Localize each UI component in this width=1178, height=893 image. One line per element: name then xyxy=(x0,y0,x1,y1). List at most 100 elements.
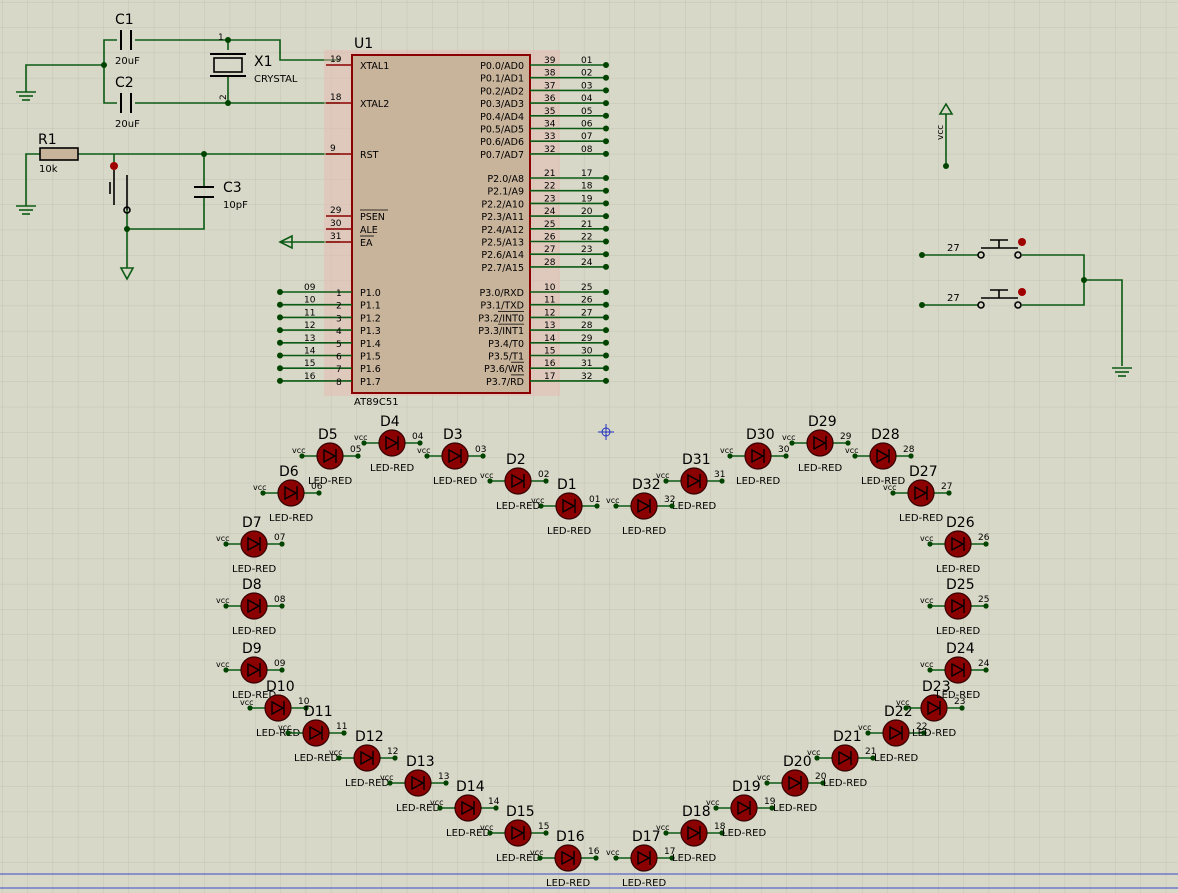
port-terminal[interactable] xyxy=(603,87,609,94)
capacitor-c2[interactable] xyxy=(117,93,135,113)
led-anode-terminal[interactable] xyxy=(789,440,795,446)
led-anode-terminal[interactable] xyxy=(538,503,544,509)
led-anode-terminal[interactable] xyxy=(247,705,253,711)
led-cathode-terminal[interactable] xyxy=(983,541,989,547)
led-anode-terminal[interactable] xyxy=(713,805,719,811)
led-anode-terminal[interactable] xyxy=(927,541,933,547)
port-terminal[interactable] xyxy=(603,62,609,68)
led-anode-terminal[interactable] xyxy=(336,755,342,761)
led-cathode-terminal[interactable] xyxy=(921,730,927,736)
p1-terminal[interactable] xyxy=(277,314,283,321)
led-anode-terminal[interactable] xyxy=(387,780,393,786)
port-terminal[interactable] xyxy=(603,289,609,295)
p1-terminal[interactable] xyxy=(277,377,283,384)
led-cathode-terminal[interactable] xyxy=(870,755,876,761)
port-terminal[interactable] xyxy=(603,327,609,334)
led-anode-terminal[interactable] xyxy=(663,478,669,484)
led-anode-terminal[interactable] xyxy=(613,855,619,861)
reset-button-actuator[interactable] xyxy=(110,162,118,170)
led-anode-terminal[interactable] xyxy=(299,453,305,459)
led-anode-terminal[interactable] xyxy=(814,755,820,761)
led-anode-terminal[interactable] xyxy=(927,603,933,609)
led-cathode-terminal[interactable] xyxy=(845,440,851,446)
port-terminal[interactable] xyxy=(603,74,609,81)
p1-terminal[interactable] xyxy=(277,327,283,334)
led-cathode-terminal[interactable] xyxy=(480,453,486,459)
port-terminal[interactable] xyxy=(603,100,609,107)
capacitor-c1[interactable] xyxy=(117,30,135,50)
port-terminal[interactable] xyxy=(603,150,609,157)
port-terminal[interactable] xyxy=(603,238,609,245)
led-anode-terminal[interactable] xyxy=(223,667,229,673)
led-anode-terminal[interactable] xyxy=(663,830,669,836)
led-cathode-terminal[interactable] xyxy=(593,855,599,861)
pushbutton-sw1-actuator[interactable] xyxy=(1018,238,1026,246)
led-anode-terminal[interactable] xyxy=(613,503,619,509)
p1-terminal[interactable] xyxy=(277,365,283,372)
led-cathode-terminal[interactable] xyxy=(443,780,449,786)
led-anode-terminal[interactable] xyxy=(361,440,367,446)
pushbutton-sw2-actuator[interactable] xyxy=(1018,288,1026,296)
port-terminal[interactable] xyxy=(603,352,609,359)
led-cathode-terminal[interactable] xyxy=(769,805,775,811)
port-terminal[interactable] xyxy=(603,365,609,372)
port-terminal[interactable] xyxy=(603,213,609,220)
resistor-r1[interactable] xyxy=(39,147,79,161)
led-anode-terminal[interactable] xyxy=(865,730,871,736)
led-cathode-terminal[interactable] xyxy=(908,453,914,459)
port-terminal[interactable] xyxy=(603,314,609,321)
led-anode-terminal[interactable] xyxy=(903,705,909,711)
p1-terminal[interactable] xyxy=(277,289,283,295)
led-cathode-terminal[interactable] xyxy=(279,667,285,673)
capacitor-c3[interactable] xyxy=(194,186,214,198)
port-terminal[interactable] xyxy=(603,187,609,194)
led-anode-terminal[interactable] xyxy=(260,490,266,496)
led-cathode-terminal[interactable] xyxy=(669,855,675,861)
reset-pushbutton[interactable] xyxy=(109,170,131,214)
led-cathode-terminal[interactable] xyxy=(946,490,952,496)
port-terminal[interactable] xyxy=(603,377,609,384)
led-anode-terminal[interactable] xyxy=(285,730,291,736)
led-cathode-terminal[interactable] xyxy=(543,830,549,836)
led-anode-terminal[interactable] xyxy=(890,490,896,496)
led-cathode-terminal[interactable] xyxy=(719,478,725,484)
led-cathode-terminal[interactable] xyxy=(543,478,549,484)
led-cathode-terminal[interactable] xyxy=(959,705,965,711)
led-cathode-terminal[interactable] xyxy=(279,541,285,547)
led-cathode-terminal[interactable] xyxy=(355,453,361,459)
led-anode-terminal[interactable] xyxy=(727,453,733,459)
led-cathode-terminal[interactable] xyxy=(783,453,789,459)
led-anode-terminal[interactable] xyxy=(852,453,858,459)
led-cathode-terminal[interactable] xyxy=(719,830,725,836)
port-terminal[interactable] xyxy=(603,339,609,346)
port-terminal[interactable] xyxy=(603,175,609,181)
port-terminal[interactable] xyxy=(603,225,609,232)
led-anode-terminal[interactable] xyxy=(764,780,770,786)
port-terminal[interactable] xyxy=(603,263,609,270)
led-anode-terminal[interactable] xyxy=(927,667,933,673)
led-anode-terminal[interactable] xyxy=(487,830,493,836)
led-anode-terminal[interactable] xyxy=(537,855,543,861)
p1-terminal[interactable] xyxy=(277,301,283,308)
